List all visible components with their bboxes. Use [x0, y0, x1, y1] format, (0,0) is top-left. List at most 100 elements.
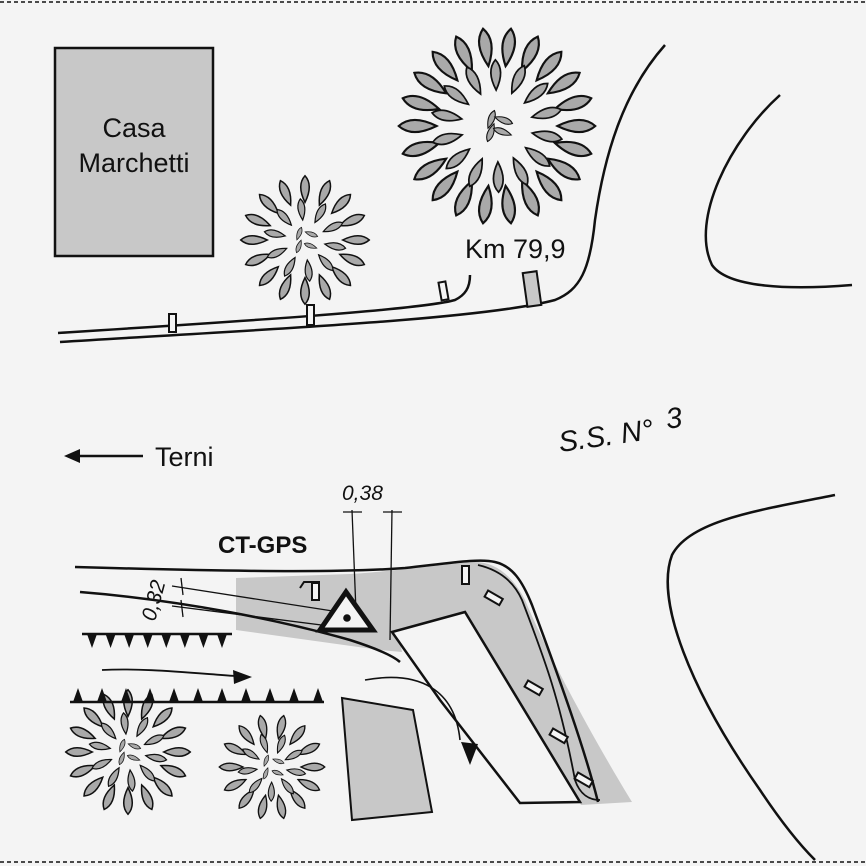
tree-leaf	[162, 746, 192, 758]
tree-leaf	[295, 775, 322, 795]
tree-leaf	[273, 206, 295, 229]
tree-leaf	[530, 127, 564, 145]
small-bracket-mark	[299, 581, 320, 589]
tree-leaf	[255, 262, 283, 290]
lower-left-lot	[340, 696, 434, 822]
building-label-line1: Casa	[102, 113, 166, 143]
hedge-triangle	[169, 688, 179, 702]
tree-leaf	[281, 255, 299, 279]
tree-leaf	[127, 741, 142, 751]
fence-lower	[311, 565, 595, 789]
tree-leaf	[88, 740, 112, 753]
island-edge-line	[79, 590, 401, 663]
tree-leaf	[461, 64, 486, 98]
tree-leaf	[520, 78, 552, 108]
tree-leaf	[337, 210, 367, 231]
hedge-row-lower	[70, 688, 324, 704]
tree-leaf	[299, 276, 311, 306]
tree-leaf	[68, 760, 98, 781]
tree-leaf	[243, 249, 273, 270]
hedge-triangle	[105, 634, 116, 648]
hedge-triangle	[161, 634, 172, 648]
hedge-triangle	[87, 634, 97, 648]
tree-leaf	[255, 793, 270, 820]
tree-leaf	[271, 756, 285, 766]
fence-icon	[461, 565, 470, 585]
tree-leaf	[80, 773, 107, 800]
tree-leaf	[492, 160, 505, 194]
tree-leaf	[271, 768, 285, 778]
hedge-triangle	[313, 688, 323, 702]
tree-leaf	[440, 81, 473, 110]
tree-leaf	[311, 201, 329, 225]
tree-leaf	[158, 723, 188, 744]
tree-leaf	[275, 178, 296, 208]
tree-leaf	[299, 174, 311, 204]
tree-leaf	[257, 733, 271, 755]
fence-upper	[168, 280, 450, 333]
tree-leaf	[144, 751, 168, 764]
tree-icon	[239, 174, 371, 306]
tree-leaf	[239, 234, 269, 246]
tree-leaf	[475, 26, 496, 69]
tree-leaf	[304, 229, 319, 239]
tree-leaf	[261, 766, 271, 780]
tree-leaf	[265, 244, 289, 261]
tree-leaf	[286, 722, 309, 748]
building-casa-marchetti	[53, 46, 215, 258]
tree-leaf	[491, 125, 513, 139]
hedge-triangle	[142, 634, 153, 648]
triangle-benchmark-icon	[315, 587, 378, 633]
right-road-edge-bottom	[666, 493, 836, 861]
tree-leaf	[149, 704, 176, 731]
fence-icon	[437, 280, 450, 302]
flow-arrow-right	[101, 668, 252, 684]
right-road-edge-top	[704, 94, 853, 289]
tree-leaf	[117, 751, 127, 766]
tree-leaf	[323, 240, 347, 253]
tree-leaf	[430, 129, 465, 148]
tree-leaf	[218, 762, 244, 772]
hedge-triangle	[193, 688, 203, 702]
hedge-triangle	[198, 634, 209, 648]
tree-leaf	[142, 731, 166, 749]
hedge-triangle	[73, 688, 83, 702]
tree-leaf	[261, 754, 271, 768]
hedge-row-upper	[82, 632, 232, 648]
tree-leaf	[126, 753, 141, 763]
tree-leaf	[267, 781, 276, 802]
tree-leaf	[498, 26, 519, 69]
tree-leaf	[117, 738, 127, 753]
tree-leaf	[498, 183, 519, 226]
fence-icon	[168, 313, 177, 333]
tree-leaf	[315, 251, 337, 274]
fence-icon	[311, 582, 320, 601]
tree-leaf	[464, 155, 488, 190]
tree-leaf	[397, 118, 438, 134]
fence-icon	[548, 727, 570, 745]
hedge-triangle	[179, 634, 190, 648]
building-label-line2: Marchetti	[78, 148, 189, 178]
tree-leaf	[263, 227, 287, 240]
tree-leaf	[475, 183, 496, 226]
tree-leaf	[99, 782, 120, 812]
tree-leaf	[98, 720, 119, 742]
upper-road-edge	[59, 44, 666, 344]
tree-icon	[64, 688, 192, 816]
tree-leaf	[300, 762, 326, 772]
tree-leaf	[64, 746, 94, 758]
tree-leaf	[489, 58, 502, 92]
tree-leaf	[529, 104, 564, 123]
tree-leaf	[222, 775, 249, 795]
hedge-triangle	[265, 688, 275, 702]
km-marker-label: Km 79,9	[465, 234, 566, 264]
tree-leaf	[235, 722, 258, 748]
tree-leaf	[283, 747, 305, 763]
direction-label: Terni	[155, 442, 214, 472]
tree-leaf	[68, 723, 98, 744]
hedge-triangle	[145, 688, 155, 702]
tree-leaf	[158, 760, 188, 781]
tree-leaf	[521, 142, 554, 171]
road-name: S.S. N° 3	[555, 402, 685, 459]
